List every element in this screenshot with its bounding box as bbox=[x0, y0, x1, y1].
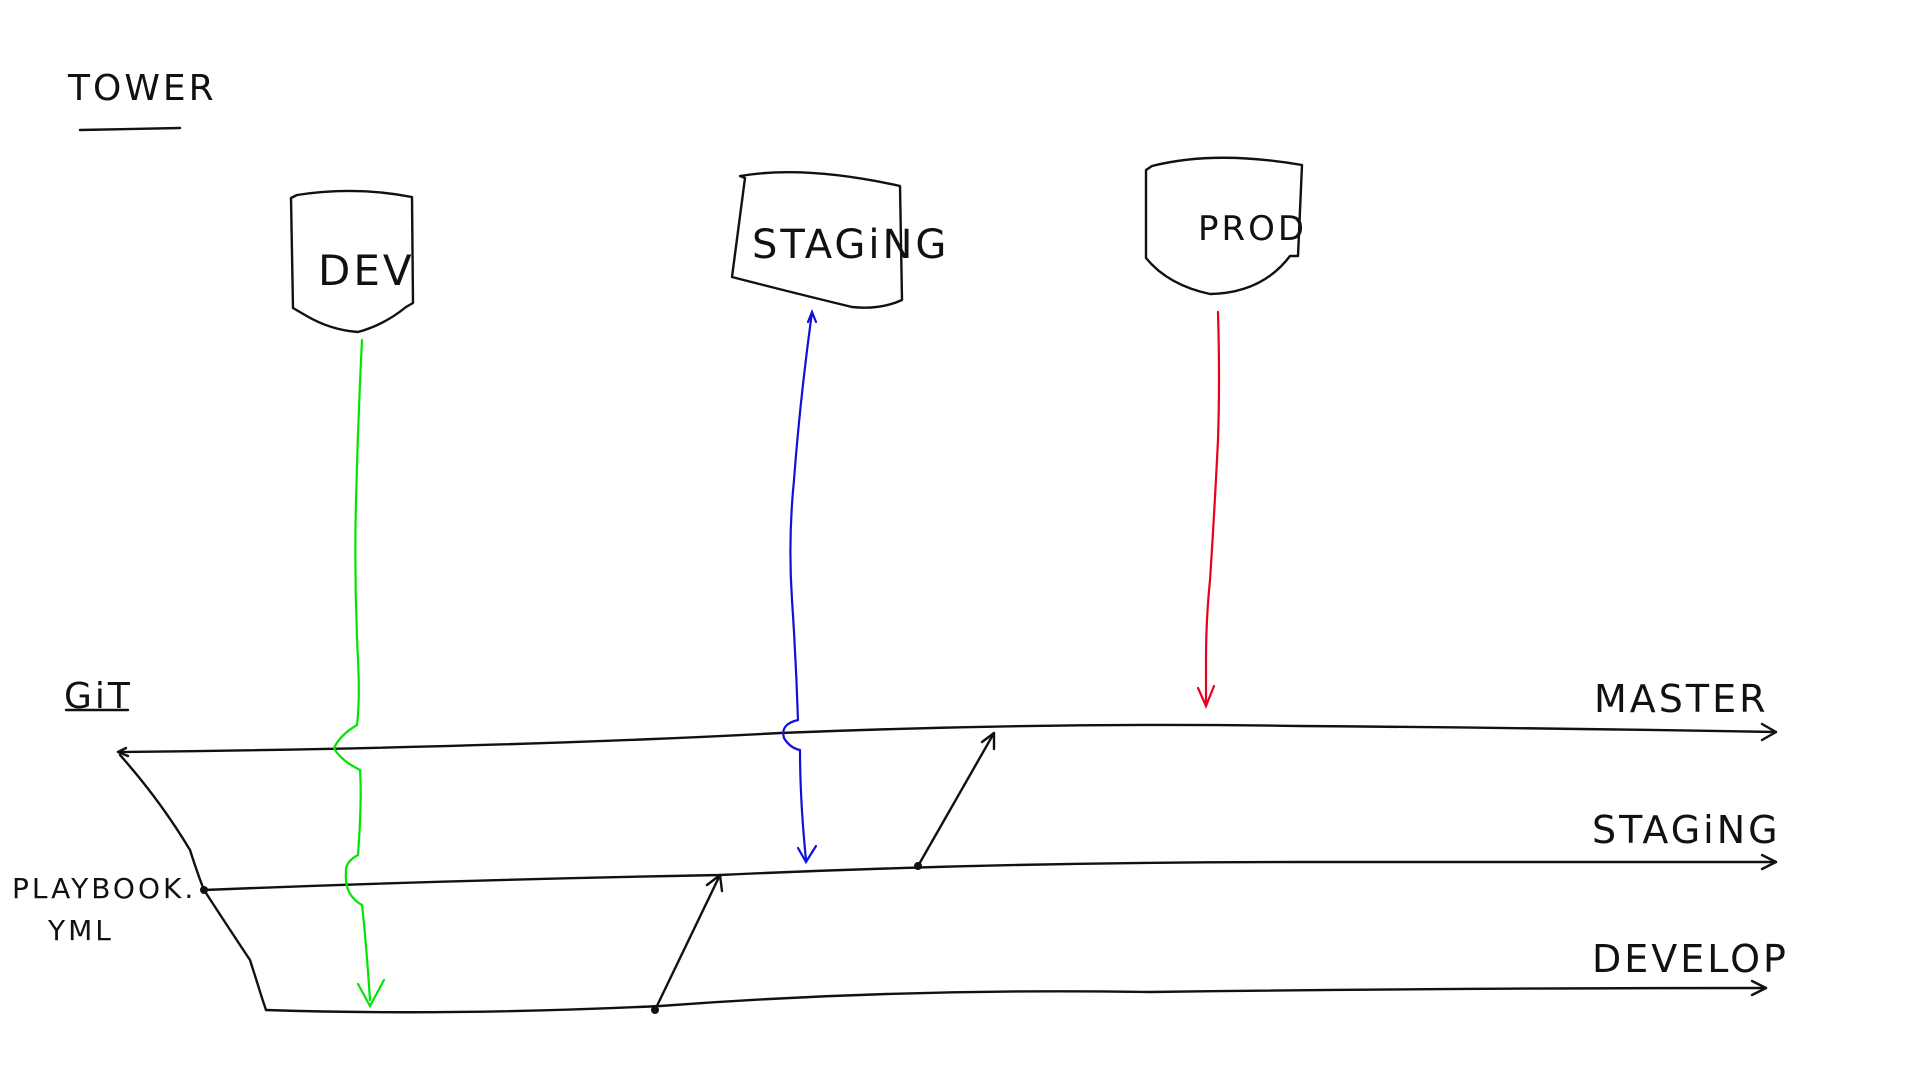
develop-to-staging-merge-arrow bbox=[653, 873, 722, 1012]
staging-arrow-top-tick bbox=[806, 309, 818, 324]
staging-branch-point bbox=[200, 886, 208, 894]
develop-arrowhead bbox=[1750, 979, 1768, 997]
staging-merge-point bbox=[914, 862, 922, 870]
staging-to-staging-branch-deploy-arrow bbox=[782, 310, 814, 862]
tower-underline bbox=[78, 126, 182, 132]
prod-environment-node[interactable]: PROD bbox=[1144, 156, 1307, 296]
staging-arrowhead bbox=[1760, 853, 1778, 871]
dev-label: DEV bbox=[318, 246, 415, 295]
develop-merge-point bbox=[651, 1006, 659, 1014]
playbook-label-line1: PLAYBOOK. bbox=[12, 872, 196, 905]
dev-cylinder-shape bbox=[289, 189, 415, 334]
master-to-staging-branch-connector bbox=[118, 753, 206, 892]
dev-environment-node[interactable]: DEV bbox=[289, 189, 415, 334]
branch-label-staging: STAGiNG bbox=[1592, 808, 1781, 852]
staging-cylinder-shape bbox=[730, 171, 904, 309]
develop-branch-line bbox=[264, 986, 1768, 1014]
staging-environment-node[interactable]: STAGiNG bbox=[730, 171, 949, 309]
tower-title: TOWER bbox=[67, 68, 217, 109]
staging-to-staging-branch-arrowhead bbox=[796, 844, 818, 865]
dev-to-develop-deploy-arrow bbox=[332, 338, 372, 1002]
develop-to-staging-merge-arrowhead bbox=[705, 873, 724, 893]
prod-to-master-arrowhead bbox=[1196, 684, 1216, 709]
playbook-label-line2: YML bbox=[47, 914, 114, 947]
branch-label-master: MASTER bbox=[1594, 677, 1769, 721]
staging-to-develop-branch-connector bbox=[202, 888, 268, 1012]
prod-label: PROD bbox=[1198, 209, 1307, 249]
master-start-arrow bbox=[116, 746, 130, 758]
dev-to-develop-arrowhead bbox=[356, 978, 386, 1009]
staging-branch-line bbox=[202, 860, 1778, 892]
master-arrowhead bbox=[1760, 722, 1778, 742]
master-branch-line bbox=[116, 723, 1778, 754]
staging-to-master-merge-arrow bbox=[916, 731, 996, 868]
prod-cylinder-shape bbox=[1144, 156, 1304, 296]
staging-to-master-merge-arrowhead bbox=[980, 731, 996, 751]
staging-label: STAGiNG bbox=[752, 222, 949, 268]
prod-to-master-deploy-arrow bbox=[1204, 310, 1221, 708]
branch-label-develop: DEVELOP bbox=[1592, 937, 1789, 981]
